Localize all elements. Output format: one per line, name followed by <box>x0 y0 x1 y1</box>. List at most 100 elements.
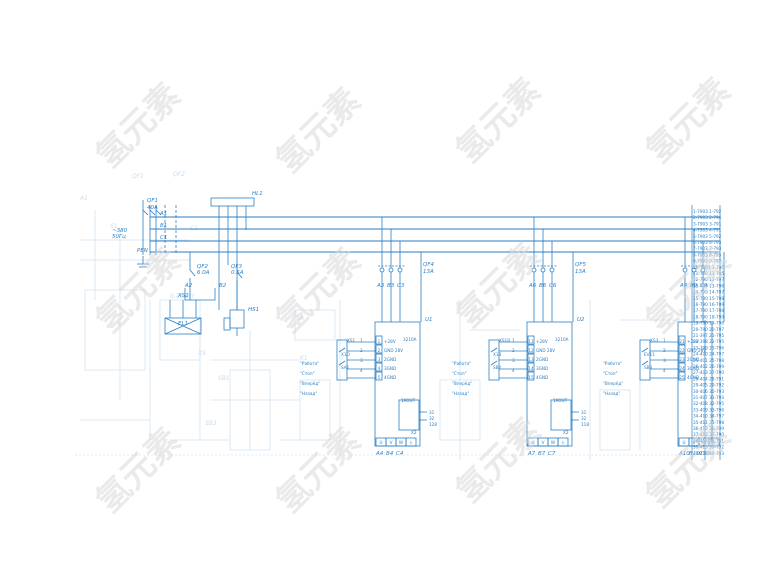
ghost-schematic <box>75 210 690 460</box>
table-row: 38-414 38-791 <box>693 438 724 443</box>
unit-breaker-rating: 13A <box>575 269 586 275</box>
output-label: 1XOUT <box>553 398 568 403</box>
connector-label: EV11 <box>644 352 655 357</box>
ext-number: 4 <box>663 368 666 373</box>
terminal-label: ⏚ <box>561 440 565 445</box>
terminal-label: V <box>390 440 393 445</box>
watermark-text: 氢元素 <box>448 411 548 511</box>
input-phase-label: B6 <box>539 283 547 289</box>
pin-box <box>375 371 383 381</box>
qf2-label: QF2 <box>197 264 208 270</box>
output-block <box>550 399 572 431</box>
ghost-label: QF2 <box>173 171 185 178</box>
watermark-text: 氢元素 <box>88 241 188 341</box>
table-row: 28-404 28-791 <box>693 376 724 381</box>
watermark-text: 氢元素 <box>638 416 738 516</box>
drive-unit <box>336 217 427 447</box>
watermark-text: 氢元素 <box>268 81 368 181</box>
busbars <box>150 216 720 253</box>
table-row: 23-399 23-796 <box>693 345 724 350</box>
ghost-label: QF1 <box>132 173 144 180</box>
supply-frequency: 50Гц <box>112 234 126 240</box>
table-row: 29-405 29-792 <box>693 383 724 388</box>
pin-number: 22 <box>679 348 685 353</box>
table-row: 3-7903 3-791 <box>693 221 722 226</box>
pin-number: 13 <box>528 357 534 362</box>
command-label: "Стоп" <box>603 371 618 376</box>
pin-number: 23 <box>679 357 685 362</box>
command-label: "Вперёд" <box>603 381 623 386</box>
hs1-label: HS1 <box>248 307 259 313</box>
watermark-text: 氢元素 <box>268 241 368 341</box>
ghost-label: S1 <box>110 223 118 230</box>
pin-number: 15 <box>528 375 534 380</box>
pin-name: 4GND <box>687 375 699 380</box>
terminal-label: U <box>682 440 685 445</box>
terminal-label: V <box>693 440 696 445</box>
terminal-label: ⏚ <box>712 440 716 445</box>
ghost-label: 0,25кВт <box>170 293 195 300</box>
ext-number: 2 <box>360 348 363 353</box>
table-row: 35-411 35-798 <box>693 420 724 425</box>
table-row: 7-7903 7-793 <box>693 246 722 251</box>
input-phase-label: A3 <box>376 283 385 289</box>
breaker-contact <box>388 267 394 273</box>
command-label: "Работа" <box>452 361 471 366</box>
output-number: 118 <box>581 422 589 427</box>
command-label: "Назад" <box>300 391 317 396</box>
output-phase-label: A7 <box>527 451 536 457</box>
output-phase-label: A10 <box>678 451 690 457</box>
ghost-label: XS <box>197 350 206 357</box>
plug-label: XS1B <box>499 338 510 343</box>
unit-breaker-rating: 13A <box>423 269 434 275</box>
terminal-box <box>708 437 720 447</box>
pin-name: GND 28V <box>536 348 555 353</box>
pin-number: 1 <box>378 339 381 344</box>
qf3-rating: 0.5A <box>231 270 244 276</box>
ghost-label: SA <box>296 315 304 322</box>
pin-name: +28V <box>384 339 396 344</box>
switch-label: SA1 <box>341 365 350 370</box>
pin-box <box>678 371 686 381</box>
qf1-label: QF1 <box>147 198 158 204</box>
switch-contact <box>641 347 649 366</box>
output-number: 128 <box>429 422 437 427</box>
table-row: 10-7903 1-796 <box>693 265 724 270</box>
command-label: "Стоп" <box>300 371 315 376</box>
pin-number: 2 <box>378 348 381 353</box>
table-row: 39-415 39-792 <box>693 445 724 450</box>
terminal-box <box>405 437 417 447</box>
drive-model: 3210A <box>403 337 417 342</box>
drive-model: 3210A <box>555 337 569 342</box>
table-row: 36-412 36-799 <box>693 426 724 431</box>
input-phase-label: A9 <box>679 283 688 289</box>
input-phase-label: B3 <box>387 283 395 289</box>
plug-label: XS1 <box>347 338 356 343</box>
switch-label: SB3 <box>644 365 653 370</box>
table-row: 1-7903 1-792 <box>693 209 722 214</box>
terminal-label: V <box>542 440 545 445</box>
watermark-text: 氢元素 <box>88 421 188 521</box>
output-phase-label: C7 <box>548 451 556 457</box>
table-row: 20-790 20-797 <box>693 327 724 332</box>
terminal-box <box>557 437 569 447</box>
unit-label: U1 <box>425 317 433 323</box>
ext-number: 4 <box>360 368 363 373</box>
pin-name: 2GND <box>687 357 699 362</box>
pin-name: 3GND <box>536 366 548 371</box>
command-label: "Назад" <box>603 391 620 396</box>
ext-number: 1 <box>663 338 666 343</box>
table-row: 19-790 19-796 <box>693 321 724 326</box>
table-row: 14-790 14-797 <box>693 290 724 295</box>
switch-label: SB2 <box>493 365 502 370</box>
phase-label: A1 <box>159 211 167 217</box>
ghost-label: SB3 <box>205 420 217 427</box>
table-row: 2-7903 2-794 <box>693 215 722 220</box>
terminal-bus-label: X2 <box>411 430 417 435</box>
neutral-label: PEN <box>137 248 148 254</box>
pin-name: 4GND <box>536 375 548 380</box>
pin-number: 5 <box>378 375 381 380</box>
qf3-label: QF3 <box>231 264 242 270</box>
table-row: 26-402 26-799 <box>693 364 724 369</box>
